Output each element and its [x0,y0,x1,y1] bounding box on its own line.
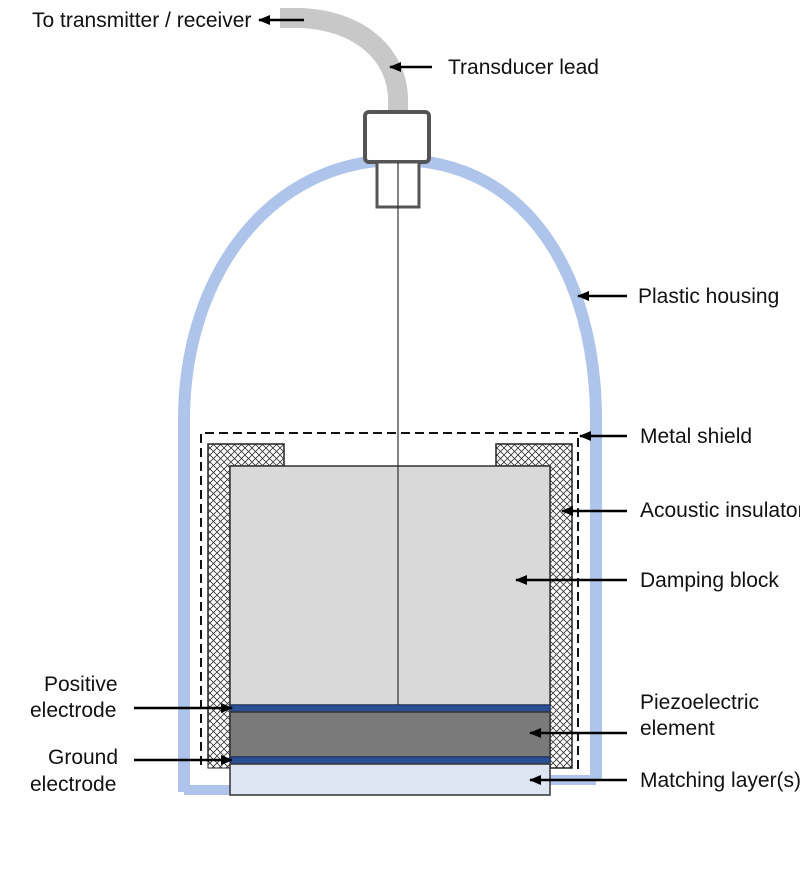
damping-block [229,465,551,706]
label-matching-layers: Matching layer(s) [640,769,800,792]
label-piezoelectric-line2: element [640,717,715,740]
label-metal-shield: Metal shield [640,425,753,448]
label-to-transmitter: To transmitter / receiver [32,9,252,32]
label-acoustic-insulator: Acoustic insulator [640,499,800,522]
matching-layer [229,763,551,796]
label-positive-electrode-line2: electrode [30,699,117,722]
connector-outer [363,110,431,164]
transducer-lead-cable [280,8,408,125]
positive-electrode [229,704,551,713]
label-plastic-housing: Plastic housing [638,285,780,308]
piezoelectric-element [229,711,551,758]
ground-electrode [229,756,551,765]
label-positive-electrode-line1: Positive [44,673,118,696]
label-piezoelectric-line1: Piezoelectric [640,691,760,714]
metal-shield [200,432,579,772]
label-damping-block: Damping block [640,569,779,592]
label-transducer-lead: Transducer lead [448,56,599,79]
label-ground-electrode-line1: Ground [48,746,119,769]
label-ground-electrode-line2: electrode [30,773,117,796]
